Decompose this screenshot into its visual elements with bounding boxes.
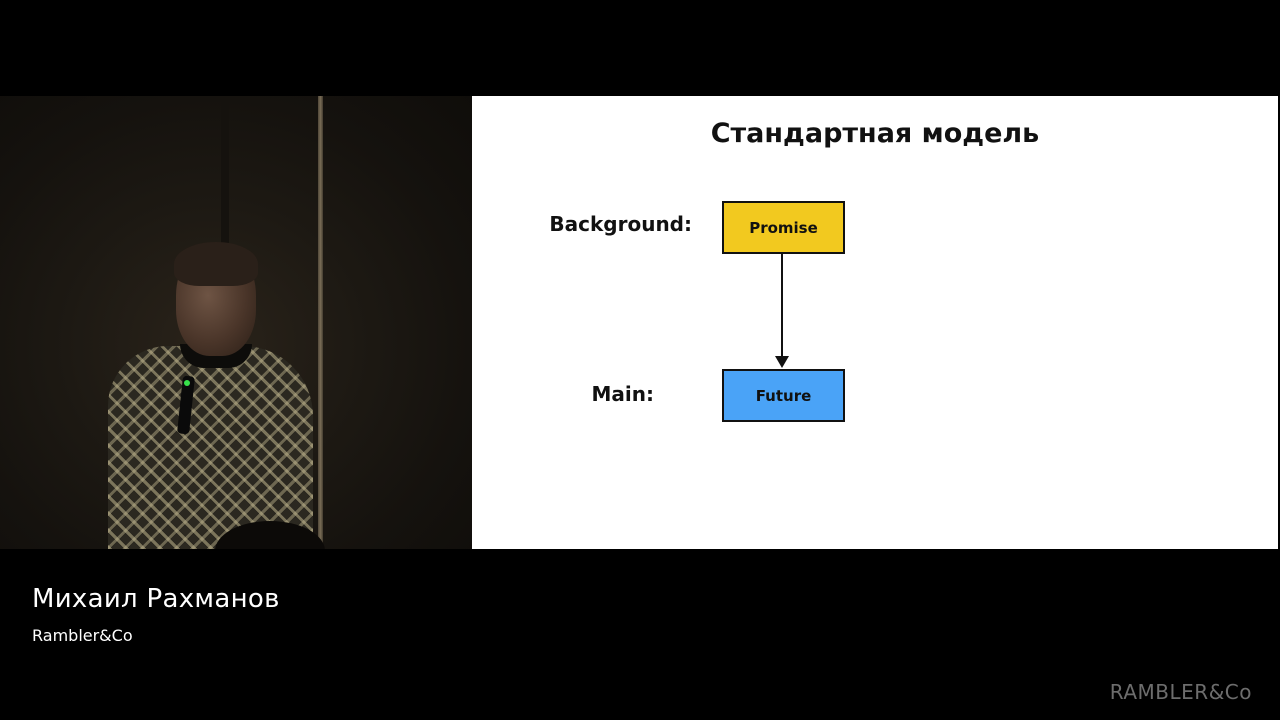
presentation-slide: Стандартная модель Background: Promise M…	[472, 96, 1278, 549]
arrow-line	[781, 252, 783, 358]
speaker-company: Rambler&Co	[32, 626, 133, 645]
future-label: Future	[755, 386, 812, 405]
background-pole	[221, 96, 229, 306]
speaker-name: Михаил Рахманов	[32, 584, 280, 614]
speaker-sweater	[108, 346, 313, 549]
speaker-hair	[174, 242, 258, 286]
speaker-video	[0, 96, 472, 549]
microphone-indicator	[184, 380, 190, 386]
promise-box: Promise	[722, 201, 845, 254]
promise-label: Promise	[749, 218, 818, 237]
channel-watermark: RAMBLER&Co	[1109, 680, 1252, 704]
slide-title: Стандартная модель	[710, 118, 1040, 149]
main-row-label: Main:	[591, 382, 655, 406]
future-box: Future	[722, 369, 845, 422]
background-row-label: Background:	[549, 212, 692, 236]
arrow-head	[775, 356, 789, 368]
background-pole	[318, 96, 323, 549]
